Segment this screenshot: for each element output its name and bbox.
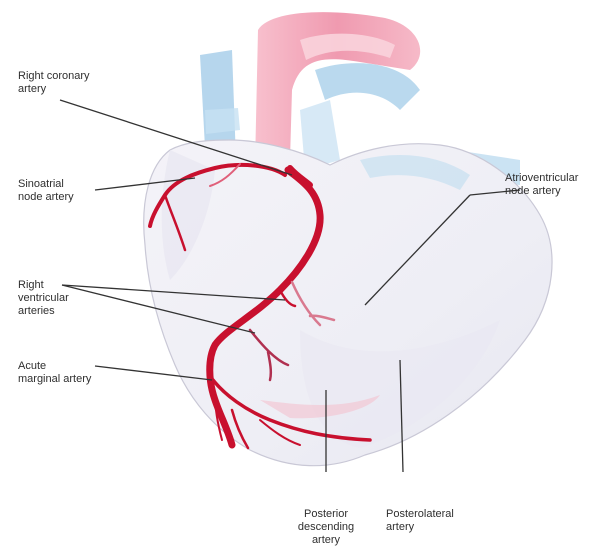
label-right-coronary-artery: Right coronary artery xyxy=(18,70,90,96)
label-sinoatrial-node-artery: Sinoatrial node artery xyxy=(18,178,74,204)
label-posterior-descending-artery: Posterior descending artery xyxy=(282,508,370,547)
label-posterolateral-artery: Posterolateral artery xyxy=(386,508,454,534)
pulmonary-trunk xyxy=(315,63,420,110)
label-right-ventricular-arteries: Right ventricular arteries xyxy=(18,279,69,318)
label-atrioventricular-node-artery: Atrioventricular node artery xyxy=(505,172,578,198)
label-acute-marginal-artery: Acute marginal artery xyxy=(18,360,91,386)
pulmonary-veins xyxy=(205,108,240,134)
